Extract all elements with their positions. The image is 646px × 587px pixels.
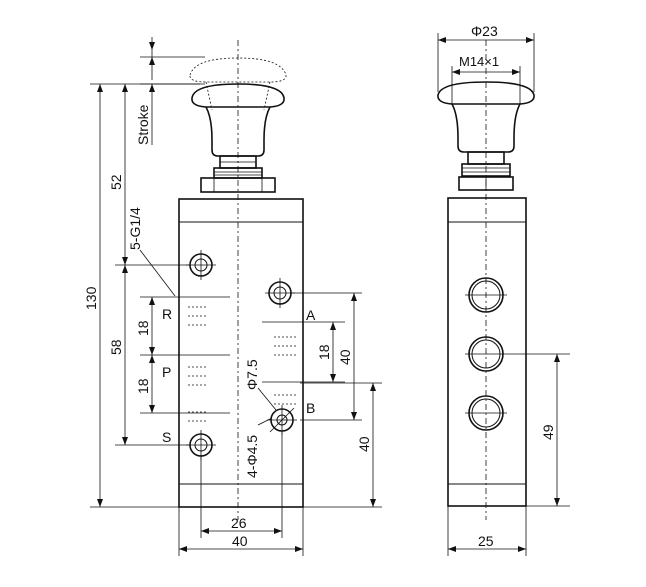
side-port-2 xyxy=(465,336,570,372)
dim-18-ab: 18 xyxy=(316,344,332,360)
dim-port-thread: 5-G1/4 xyxy=(127,207,143,250)
side-valve-body xyxy=(447,197,527,507)
side-port-1 xyxy=(465,277,507,313)
dim-18-r: 18 xyxy=(135,320,151,336)
dim-130: 130 xyxy=(83,286,99,310)
dim-holes: 4-Φ4.5 xyxy=(244,435,260,478)
side-view: Φ23 M14×1 49 25 xyxy=(437,23,570,556)
dim-52: 52 xyxy=(108,174,124,190)
side-port-3 xyxy=(465,395,507,431)
dim-49: 49 xyxy=(540,424,556,440)
port-label-a: A xyxy=(306,307,316,323)
hidden-ports xyxy=(188,306,296,422)
dim-18-p: 18 xyxy=(135,378,151,394)
push-knob xyxy=(191,83,285,108)
dim-25: 25 xyxy=(478,533,494,549)
dim-40-ab: 40 xyxy=(337,349,353,365)
knob-phantom xyxy=(189,57,287,83)
dim-phi-23: Φ23 xyxy=(471,23,498,39)
front-view: Stroke 52 5-G1/4 130 58 18 18 xyxy=(83,37,382,556)
dim-stroke: Stroke xyxy=(135,104,151,145)
dim-40-b: 40 xyxy=(356,436,372,452)
dim-phi-7-5: Φ7.5 xyxy=(244,359,260,390)
port-label-s: S xyxy=(162,429,171,445)
port-label-p: P xyxy=(162,364,171,380)
port-left-top xyxy=(186,250,216,280)
port-label-b: B xyxy=(306,400,315,416)
side-push-knob xyxy=(437,81,535,105)
valve-body xyxy=(178,198,304,508)
dim-40-width: 40 xyxy=(232,533,248,549)
port-b xyxy=(267,405,297,435)
port-label-r: R xyxy=(162,306,172,322)
dim-26: 26 xyxy=(231,515,247,531)
dim-58: 58 xyxy=(108,339,124,355)
dim-m14: M14×1 xyxy=(459,54,499,69)
